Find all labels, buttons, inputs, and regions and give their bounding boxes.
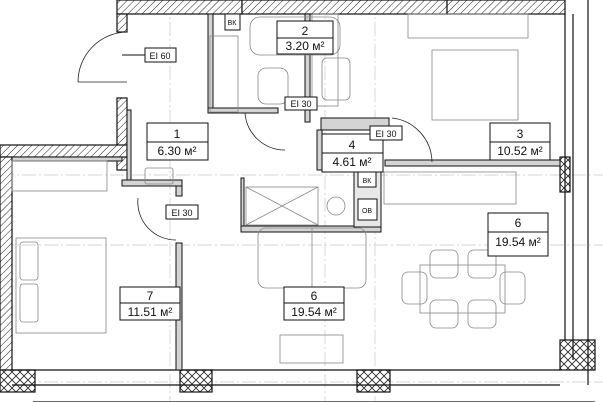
room-4-area: 4.61 м²: [333, 155, 372, 169]
shaft-ov: ОВ: [362, 208, 372, 215]
room-labels: [119, 13, 551, 321]
room-6-number: 6: [311, 289, 318, 303]
room-3-number: 3: [517, 127, 524, 141]
room-3-area: 10.52 м²: [497, 144, 543, 158]
doors: [77, 31, 433, 241]
washing-machine: [326, 196, 346, 216]
bed-3: [431, 49, 519, 121]
tv-stand: [279, 334, 344, 364]
wardrobe-bedroom7: [11, 160, 108, 192]
room-6-kitchen-area: 19.54 м²: [495, 235, 541, 249]
room-4-number: 4: [349, 138, 356, 152]
dining-table: [419, 264, 506, 314]
fire-rating-entry: EI 60: [149, 51, 170, 61]
toilet: [257, 67, 289, 105]
room-1-number: 1: [174, 127, 181, 141]
room-6-area: 19.54 м²: [291, 305, 337, 319]
sink: [321, 57, 351, 101]
fire-rating-bathroom: EI 30: [290, 99, 311, 109]
room-6-kitchen-number: 6: [515, 216, 522, 230]
room-7-number: 7: [147, 289, 154, 303]
fire-rating-hall: EI 30: [375, 129, 396, 139]
headboard-3: [407, 13, 529, 39]
room-7-area: 11.51 м²: [128, 305, 173, 319]
fire-rating-bedroom: EI 30: [171, 208, 192, 218]
bathtub: [249, 16, 341, 56]
wardrobe-corridor: [209, 35, 239, 113]
wardrobe-bedroom3: [311, 13, 339, 107]
furniture: [11, 13, 529, 364]
room-2-number: 2: [302, 24, 309, 38]
shaft-vk-top: ВК: [228, 20, 238, 27]
ventilation-shaft: [245, 186, 319, 226]
room-1-area: 6.30 м²: [158, 144, 197, 158]
bed-7: [15, 237, 107, 334]
shaft-vk-kitchen: ВК: [363, 178, 373, 185]
kitchen-counter: [383, 171, 517, 205]
room-2-area: 3.20 м²: [286, 39, 325, 53]
